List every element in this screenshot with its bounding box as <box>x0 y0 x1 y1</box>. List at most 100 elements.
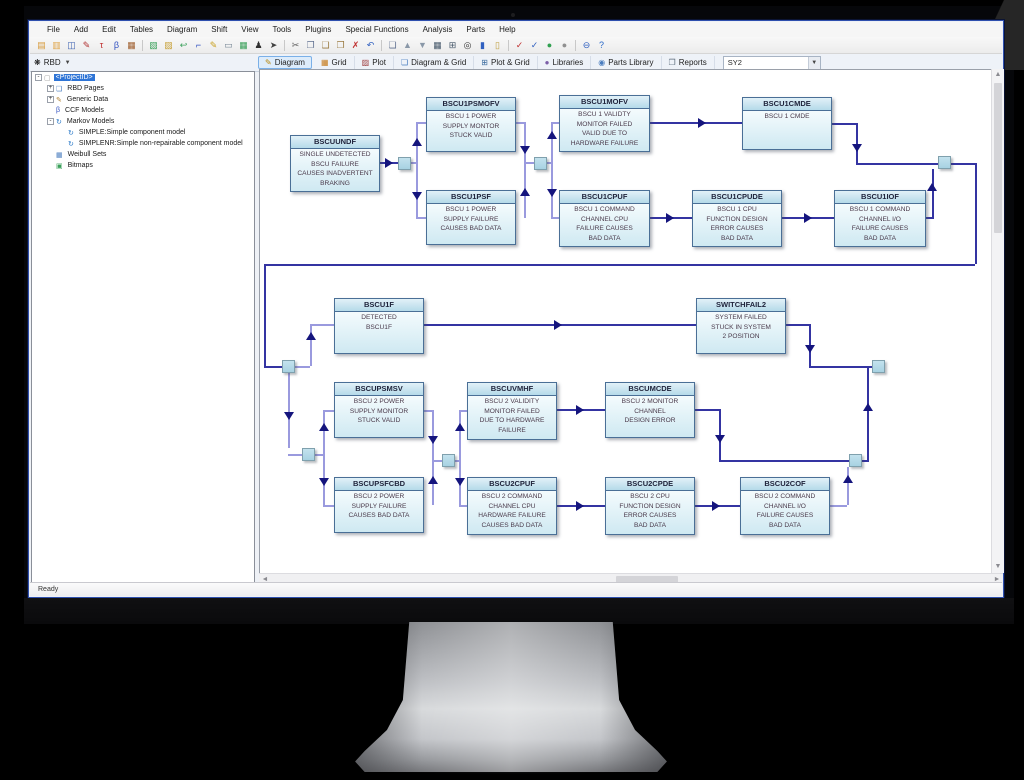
tau-icon[interactable]: τ <box>99 39 104 50</box>
paste-page-icon[interactable]: ↩ <box>179 39 188 50</box>
hscroll-thumb[interactable] <box>616 576 678 584</box>
combo-dropdown-icon[interactable]: ▼ <box>807 56 820 69</box>
tab-reports[interactable]: ❐Reports <box>662 56 715 69</box>
connector-icon[interactable]: ⌐ <box>195 39 202 50</box>
junction-node[interactable] <box>849 454 862 467</box>
pencil-icon[interactable]: ✎ <box>209 39 218 50</box>
tree-item-markov-models[interactable]: -↻Markov Models <box>32 116 254 127</box>
cursor-icon[interactable]: ➤ <box>269 39 278 50</box>
menu-tools[interactable]: Tools <box>272 25 292 34</box>
open-project-icon[interactable]: ▥ <box>52 39 61 50</box>
page-combo[interactable]: SY2 ▼ <box>722 55 821 70</box>
new-project-icon[interactable]: ▤ <box>37 39 46 50</box>
junction-node[interactable] <box>282 360 295 373</box>
undo-icon[interactable]: ↶ <box>366 39 375 50</box>
tree-item-rbd-pages[interactable]: +❏RBD Pages <box>32 83 254 94</box>
bulb-icon[interactable]: ▮ <box>480 39 485 50</box>
bitmap-icon[interactable]: ▦ <box>127 39 136 50</box>
scroll-left-icon[interactable]: ◄ <box>261 576 269 583</box>
menu-add[interactable]: Add <box>73 25 89 34</box>
tree-item-bitmaps[interactable]: ▣Bitmaps <box>32 160 254 171</box>
group-icon[interactable]: ❏ <box>388 39 397 50</box>
cut-icon[interactable]: ✂ <box>291 39 300 50</box>
tab-plot-grid[interactable]: ⊞Plot & Grid <box>474 56 538 69</box>
menu-parts[interactable]: Parts <box>466 25 486 34</box>
tab-grid[interactable]: ▦Grid <box>314 56 355 69</box>
vertical-scrollbar[interactable]: ▲ ▼ <box>991 69 1004 573</box>
menu-view[interactable]: View <box>241 25 259 34</box>
paste-icon[interactable]: ❑ <box>321 39 330 50</box>
traffic-light-off-icon[interactable]: ● <box>561 39 568 50</box>
export-grid-icon[interactable]: ⊞ <box>448 39 457 50</box>
grid-icon[interactable]: ▦ <box>239 39 248 50</box>
menu-analysis[interactable]: Analysis <box>422 25 453 34</box>
junction-node[interactable] <box>302 448 315 461</box>
scroll-down-icon[interactable]: ▼ <box>994 563 1002 570</box>
tree-expander[interactable]: - <box>35 74 42 81</box>
menu-plugins[interactable]: Plugins <box>305 25 332 34</box>
tree-item-generic-data[interactable]: +✎Generic Data <box>32 94 254 105</box>
table-icon[interactable]: ▦ <box>433 39 442 50</box>
edit-wand-icon[interactable]: ✎ <box>82 39 91 50</box>
menu-help[interactable]: Help <box>499 25 516 34</box>
tree-item-weibull-sets[interactable]: ▦Weibull Sets <box>32 149 254 160</box>
menu-file[interactable]: File <box>47 25 60 34</box>
tree-expander[interactable]: + <box>47 96 54 103</box>
new-page-icon[interactable]: ▧ <box>149 39 158 50</box>
align-up-icon[interactable]: ▲ <box>403 39 412 50</box>
copy-icon[interactable]: ❐ <box>306 39 315 50</box>
menu-tables[interactable]: Tables <box>129 25 154 34</box>
tree-expander[interactable]: - <box>47 118 54 125</box>
traffic-light-icon[interactable]: ● <box>546 39 553 50</box>
menu-special-functions[interactable]: Special Functions <box>345 25 409 34</box>
report-icon[interactable]: ▯ <box>495 39 500 50</box>
tree-item-projectid[interactable]: -▢<ProjectID> <box>32 72 254 83</box>
junction-node[interactable] <box>398 157 411 170</box>
junction-node[interactable] <box>938 156 951 169</box>
rbd-selector[interactable]: ❋ RBD ▼ <box>30 58 256 67</box>
tab-diagram[interactable]: ✎Diagram <box>258 56 312 69</box>
tab-parts-library[interactable]: ◉Parts Library <box>591 56 662 69</box>
menu-diagram[interactable]: Diagram <box>167 25 198 34</box>
delete-icon[interactable]: ✗ <box>351 39 360 50</box>
tree-item-simple-simple-component-model[interactable]: ↻SIMPLE:Simple component model <box>32 127 254 138</box>
align-down-icon[interactable]: ▼ <box>418 39 427 50</box>
note-icon[interactable]: ▭ <box>224 39 233 50</box>
check-red-icon[interactable]: ✓ <box>515 39 524 50</box>
vscroll-thumb[interactable] <box>994 83 1002 233</box>
paste-special-icon[interactable]: ❒ <box>336 39 345 50</box>
menu-edit[interactable]: Edit <box>102 25 116 34</box>
scroll-up-icon[interactable]: ▲ <box>994 71 1002 78</box>
junction-node[interactable] <box>442 454 455 467</box>
menu-shift[interactable]: Shift <box>211 25 228 34</box>
tree-expander[interactable]: + <box>47 85 54 92</box>
help-icon[interactable]: ? <box>598 39 604 50</box>
check-blue-icon[interactable]: ✓ <box>530 39 539 50</box>
tab-libraries[interactable]: ●Libraries <box>538 56 592 69</box>
beta-icon[interactable]: β <box>113 39 120 50</box>
tab-diagram-grid[interactable]: ❏Diagram & Grid <box>394 56 475 69</box>
tab-plot[interactable]: ▨Plot <box>355 56 394 69</box>
select-walk-icon[interactable]: ♟ <box>254 39 263 50</box>
junction-node[interactable] <box>534 157 547 170</box>
save-icon[interactable]: ◫ <box>67 39 76 50</box>
tree-item-simplenr-simple-non-repairable-component-model[interactable]: ↻SIMPLENR:Simple non-repairable componen… <box>32 138 254 149</box>
copy-page-icon[interactable]: ▨ <box>164 39 173 50</box>
